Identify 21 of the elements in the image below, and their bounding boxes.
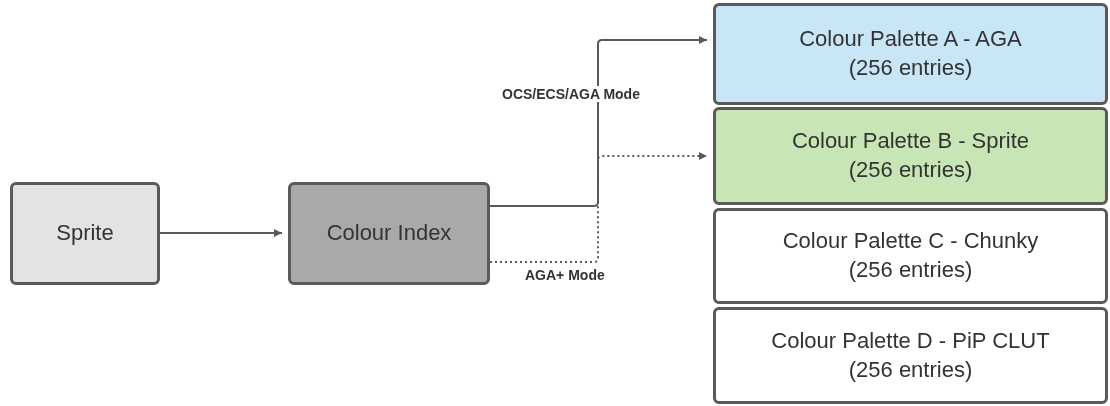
- box-subtitle: (256 entries): [848, 256, 973, 284]
- process-box: [713, 208, 1108, 304]
- box-title: Colour Palette D - PiP CLUT: [771, 326, 1050, 355]
- box-title: Colour Palette A - AGA: [799, 25, 1022, 54]
- arrow: [159, 229, 283, 237]
- box-title: Colour Palette C - Chunky: [782, 227, 1039, 256]
- box-subtitle: (256 entries): [848, 355, 973, 384]
- box-subtitle: (256 entries): [848, 156, 973, 184]
- process-box: [288, 182, 490, 285]
- arrow: [489, 36, 708, 207]
- edge-label: AGA+ Mode: [523, 267, 607, 283]
- process-box: [713, 107, 1108, 205]
- box-title: Colour Palette B - Sprite: [791, 127, 1030, 156]
- process-box: [713, 3, 1108, 105]
- box-title: Sprite: [56, 219, 114, 248]
- arrow: [489, 152, 708, 263]
- box-title: Colour Index: [326, 219, 452, 248]
- box-subtitle: (256 entries): [848, 54, 973, 82]
- process-box: [10, 182, 160, 285]
- edge-label: OCS/ECS/AGA Mode: [500, 86, 642, 102]
- process-box: [713, 307, 1108, 404]
